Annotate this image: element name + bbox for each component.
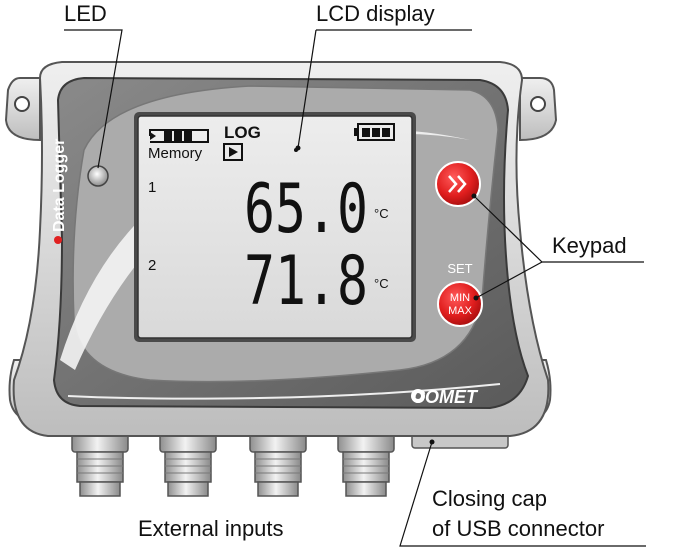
lcd-panel: Memory LOG 1 65.0 °C 2 71.8 °C	[134, 112, 416, 342]
side-brand: Data Logger	[51, 139, 68, 244]
brand-data-logger-text: Data Logger	[51, 139, 68, 232]
set-label: SET	[447, 261, 472, 276]
channel-2-unit: °C	[374, 276, 389, 291]
keypad-leader-bottom	[475, 261, 543, 299]
keypad-button-next[interactable]	[435, 161, 481, 207]
min-label: MIN	[450, 292, 470, 304]
channel-2-number: 2	[148, 257, 156, 274]
closing-cap-label-line1: Closing cap	[432, 486, 547, 511]
memory-label: Memory	[148, 145, 203, 162]
memory-bar-icon	[149, 129, 209, 143]
leader-lines	[64, 29, 646, 547]
led-callout-label: LED	[64, 1, 107, 26]
external-input-connectors	[71, 431, 395, 497]
keypad-callout-label: Keypad	[552, 233, 627, 258]
keypad-leader-dot-1	[471, 193, 477, 199]
lcd-leader-dot	[295, 145, 301, 151]
battery-icon	[354, 123, 395, 141]
channel-1-unit: °C	[374, 206, 389, 221]
connector-3	[249, 431, 307, 497]
keypad-button-min-max[interactable]: MIN MAX	[437, 281, 483, 327]
lcd-display-callout-label: LCD display	[316, 1, 435, 26]
comet-logo: COMET	[411, 387, 479, 407]
channel-2-value: 71.8	[244, 242, 368, 321]
connector-1	[71, 431, 129, 497]
usb-leader-dot	[429, 439, 435, 445]
max-label: MAX	[448, 305, 473, 317]
keypad-leader-dot-2	[473, 295, 479, 301]
mount-hole-left	[14, 96, 30, 112]
double-chevron-right-icon	[448, 175, 467, 193]
closing-cap-label-line2: of USB connector	[432, 516, 605, 541]
channel-1-number: 1	[148, 179, 156, 196]
external-inputs-callout-label: External inputs	[138, 516, 284, 541]
connector-4	[337, 431, 395, 497]
connector-2	[159, 431, 217, 497]
log-label: LOG	[224, 123, 261, 142]
led-leader-line	[64, 29, 123, 169]
lcd-leader-line	[297, 29, 317, 149]
maker-logo-text: COMET	[412, 387, 479, 407]
play-icon	[223, 143, 243, 161]
channel-1-value: 65.0	[244, 170, 368, 249]
usb-cap-leader-line	[399, 441, 646, 547]
mount-hole-right	[530, 96, 546, 112]
led-indicator	[87, 165, 109, 187]
brand-mark-icon	[54, 236, 62, 244]
